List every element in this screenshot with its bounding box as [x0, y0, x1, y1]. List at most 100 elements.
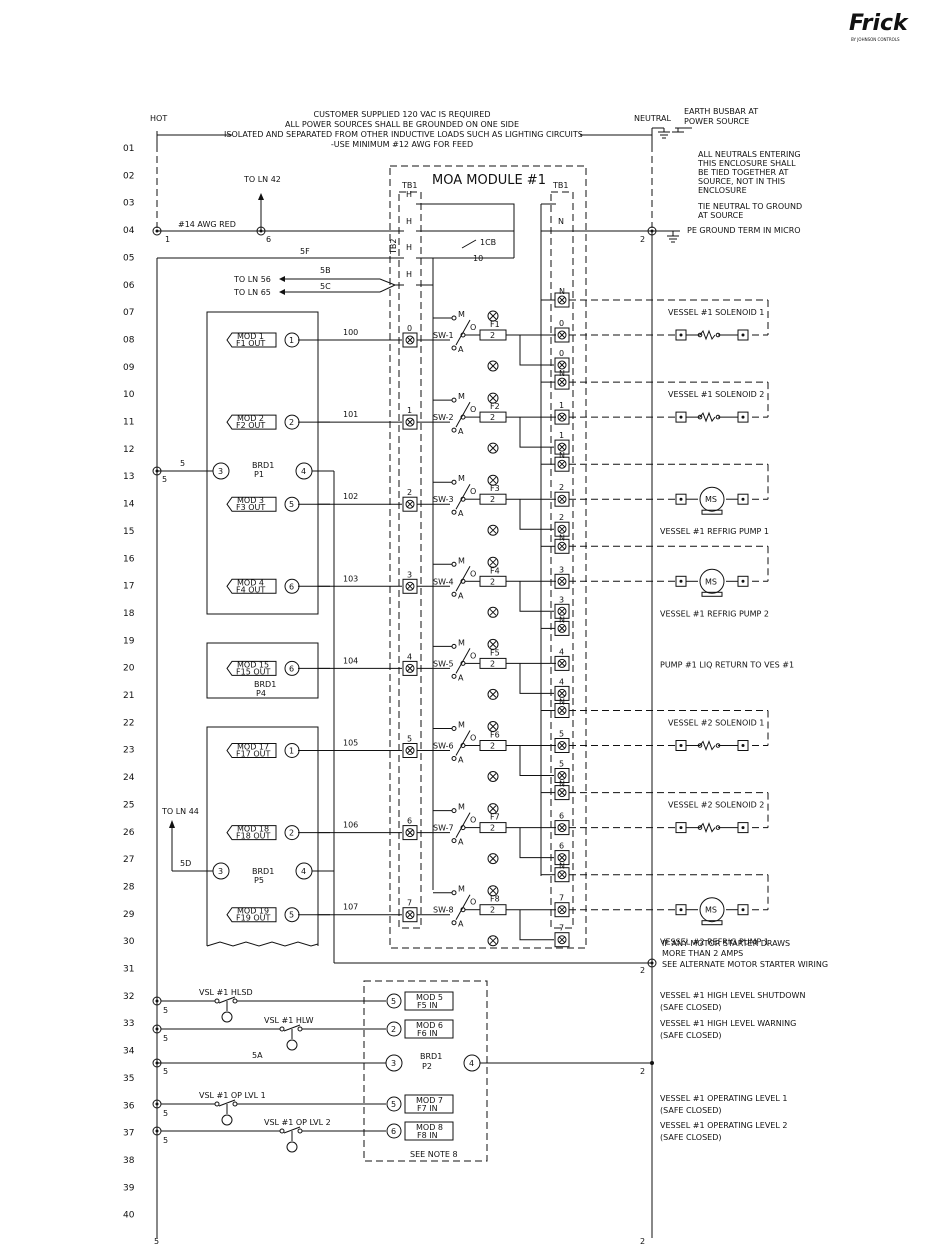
solenoid-coil-icon — [686, 411, 738, 423]
line-number: 39 — [123, 1183, 135, 1193]
module-input-type: F7 IN — [417, 1104, 438, 1113]
hand-switch — [455, 894, 471, 920]
board-term-label: 1 — [289, 747, 294, 756]
line-number: 12 — [123, 445, 134, 455]
manual-label: M — [458, 885, 465, 894]
board-term — [386, 1123, 402, 1139]
tb-right-strip — [550, 191, 574, 929]
tb-lamp-label: 0 — [559, 349, 564, 358]
indicator-lamp-green — [487, 935, 499, 947]
wire-5d-label: 5D — [180, 859, 191, 868]
switch-label: SW-3 — [433, 495, 454, 504]
svg-text:2: 2 — [640, 966, 645, 975]
wire-5c-join — [379, 284, 396, 293]
input-wire-label: 5 — [163, 1136, 168, 1145]
line-number: 03 — [123, 199, 134, 209]
tie-note-2: AT SOURCE — [698, 211, 743, 220]
tb-neutral-label: N — [559, 862, 565, 871]
input-desc-note: (SAFE CLOSED) — [660, 1003, 722, 1012]
tb-lamp-terminal — [554, 685, 570, 701]
line-number: 17 — [123, 582, 134, 592]
brd1-p5-label: BRD1 — [252, 867, 274, 876]
brd1-p5-term-3 — [212, 862, 230, 880]
fuse-rating: 2 — [490, 659, 495, 668]
cb-label: 1CB — [480, 238, 496, 247]
module-input-name: MOD 8 — [416, 1123, 443, 1132]
board-term — [386, 993, 402, 1009]
line-number: 35 — [123, 1074, 134, 1084]
manual-label: M — [458, 803, 465, 812]
tb-neutral-label: N — [559, 451, 565, 460]
motor-starter-label: MS — [705, 906, 717, 915]
svg-text:5: 5 — [162, 475, 167, 484]
tb-lamp-terminal — [554, 357, 570, 373]
auto-label: A — [458, 756, 464, 765]
motor-note-3: SEE ALTERNATE MOTOR STARTER WIRING — [662, 960, 828, 969]
line-number: 08 — [123, 335, 135, 345]
tb-lamp-terminal — [554, 521, 570, 537]
module-output-tag — [226, 660, 277, 676]
awg-label: #14 AWG RED — [178, 220, 236, 229]
moa-module-title: MOA MODULE #1 — [432, 173, 546, 188]
svg-text:H: H — [406, 270, 412, 279]
tb-output-label: 4 — [559, 647, 564, 656]
tb-output-label: 1 — [559, 401, 564, 410]
hand-switch — [455, 566, 471, 592]
tb-lamp-label: 1 — [559, 431, 564, 440]
switch-label: VSL #1 HLSD — [199, 988, 253, 997]
board-term-label: 6 — [391, 1127, 396, 1136]
svg-text:P5: P5 — [254, 876, 264, 885]
input-desc: VESSEL #1 HIGH LEVEL WARNING — [660, 1019, 796, 1028]
tb-terminal-label: 1 — [407, 406, 412, 415]
manual-label: M — [458, 392, 465, 401]
line-number: 22 — [123, 718, 134, 728]
line-number: 20 — [123, 664, 135, 674]
line-number: 34 — [123, 1047, 135, 1057]
auto-label: A — [458, 591, 464, 600]
board-term-label: 2 — [391, 1025, 396, 1034]
load-label: VESSEL #1 REFRIG PUMP 1 — [660, 527, 769, 536]
tb-neutral-label: N — [559, 615, 565, 624]
off-label: O — [470, 898, 476, 907]
pe-ground-label: PE GROUND TERM IN MICRO — [687, 226, 801, 235]
signal-wire-label: 103 — [343, 574, 358, 583]
indicator-lamp-green — [487, 360, 499, 372]
level-switch — [283, 1126, 301, 1134]
input-wire-label: 5 — [163, 1109, 168, 1118]
fuse-label: F5 — [490, 648, 500, 657]
to-ln42-arrow — [258, 193, 264, 200]
indicator-lamp-red — [487, 721, 499, 732]
tb-terminal-label: 6 — [407, 817, 412, 826]
indicator-lamp-green — [487, 524, 499, 536]
logo-sub: BY JOHNSON CONTROLS — [851, 37, 900, 42]
svg-text:H: H — [406, 217, 412, 226]
line-number: 01 — [123, 144, 134, 154]
wire-5f-label: 5F — [300, 247, 310, 256]
tb-output-label: 2 — [559, 483, 564, 492]
input-wire-label: 5 — [163, 1006, 168, 1015]
brd1-p5-box — [206, 726, 319, 946]
auto-label: A — [458, 345, 464, 354]
board-term — [386, 1096, 402, 1112]
wire-5c-label: 5C — [320, 282, 331, 291]
board-term — [284, 907, 300, 923]
tb-lamp-label: 3 — [559, 595, 564, 604]
hot-label: HOT — [150, 114, 167, 123]
hand-switch — [455, 401, 471, 428]
off-label: O — [470, 651, 476, 660]
frick-logo: Frick BY JOHNSON CONTROLS — [849, 11, 909, 42]
indicator-lamp-green — [487, 442, 499, 454]
wire-2-label: 2 — [640, 235, 645, 244]
module-output-tag — [226, 496, 277, 512]
hand-switch — [455, 648, 471, 674]
tb-output-terminal — [554, 655, 570, 671]
tb-output-label: 5 — [559, 730, 564, 739]
line-number: 37 — [123, 1129, 134, 1139]
indicator-lamp-red — [487, 310, 499, 322]
signal-wire-label: 107 — [343, 903, 358, 912]
indicator-lamp-red — [487, 392, 499, 404]
line-number: 10 — [123, 390, 135, 400]
